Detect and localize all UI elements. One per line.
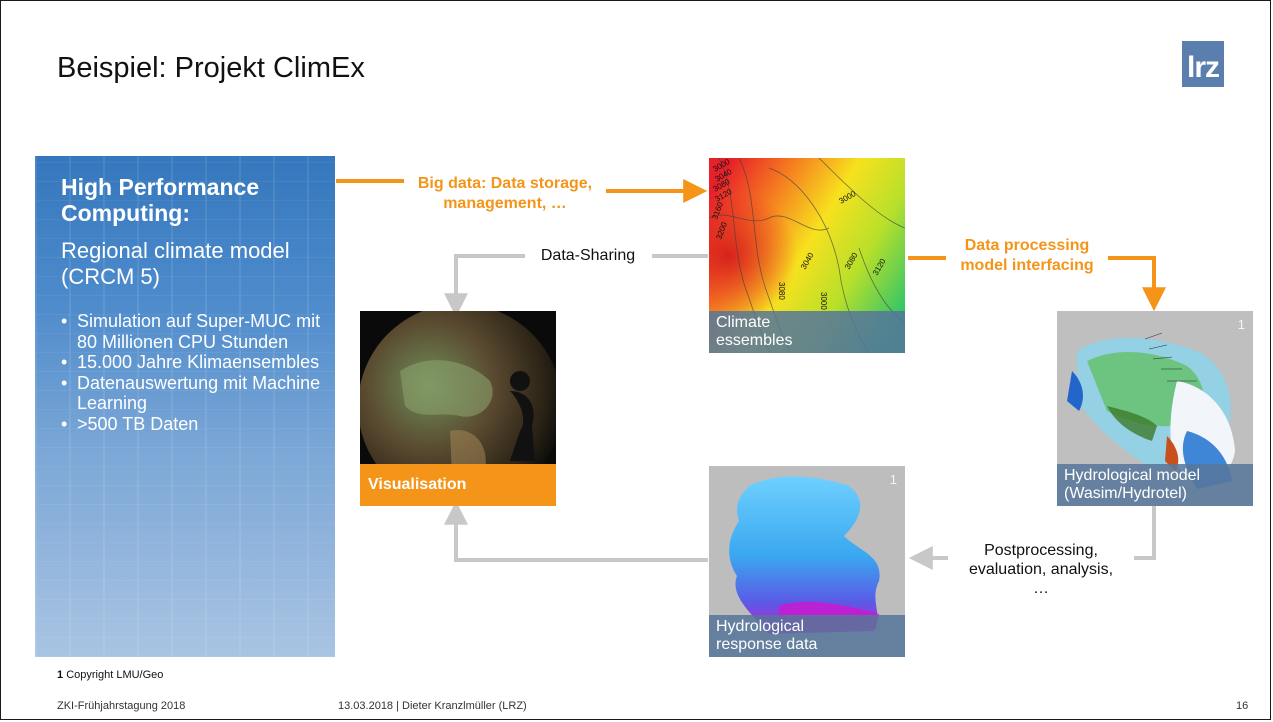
person-silhouette: [510, 391, 535, 461]
footnote-number: 1: [57, 669, 64, 681]
data-processing-label-line: model interfacing: [960, 257, 1094, 274]
postprocessing-label-line: evaluation, analysis,: [968, 561, 1114, 578]
climate-ensembles-image: 3000 3040 3080 3120 3160 3200 3000 3040 …: [709, 158, 905, 353]
copyright-footnote: 1 Copyright LMU/Geo: [57, 669, 163, 681]
hydro-response-caption: Hydrological response data: [709, 615, 905, 657]
layer-labels: [1144, 332, 1197, 382]
visualisation-image: Visualisation: [360, 311, 556, 506]
copyright-marker: 1: [1237, 317, 1245, 332]
hydro-response-caption-line: response data: [716, 636, 818, 653]
postprocessing-label: Postprocessing, evaluation, analysis, …: [944, 541, 1138, 598]
big-data-label: Big data: Data storage, management, …: [412, 174, 598, 214]
arrow-postprocessing: [920, 504, 1156, 558]
copyright-marker: 1: [889, 472, 897, 487]
arrow-response-to-visualisation: [444, 500, 708, 562]
hydro-layers-illustration: [1067, 332, 1235, 489]
hydro-model-caption-line: (Wasim/Hydrotel): [1064, 485, 1187, 502]
hpc-bullet: Datenauswertung mit Machine Learning: [61, 373, 331, 414]
hydro-model-caption: Hydrological model (Wasim/Hydrotel): [1057, 464, 1253, 506]
postprocessing-label-line: Postprocessing,: [984, 542, 1098, 559]
hpc-heading: High Performance Computing:: [61, 174, 260, 226]
footer-date-author: 13.03.2018 | Dieter Kranzlmüller (LRZ): [338, 700, 527, 712]
climate-caption: Climate essembles: [709, 311, 905, 353]
footer-event: ZKI-Frühjahrstagung 2018: [57, 700, 186, 712]
hpc-panel: High Performance Computing: Regional cli…: [35, 156, 335, 657]
data-processing-label: Data processing model interfacing: [950, 236, 1104, 276]
hpc-bullet: 15.000 Jahre Klimaensembles: [61, 352, 331, 373]
footnote-text: Copyright LMU/Geo: [66, 669, 164, 681]
footer-page-number: 16: [1236, 700, 1249, 712]
climate-caption-line: essembles: [716, 332, 793, 349]
hydrological-model-image: 1 Hydrological model (Wasim/Hydrotel): [1057, 311, 1253, 506]
data-sharing-label: Data-Sharing: [540, 247, 636, 264]
hydro-model-caption-line: Hydrological model: [1064, 467, 1201, 484]
lrz-logo: lrz: [1182, 41, 1224, 87]
contour-label: 3080: [777, 282, 786, 300]
postprocessing-label-line: …: [1033, 580, 1049, 597]
hydrological-response-image: 1 Hydrological response data: [709, 466, 905, 657]
arrow-climate-to-hydro-model: [908, 256, 1154, 300]
hpc-subheading: Regional climate model (CRCM 5): [61, 238, 290, 289]
arrow-data-sharing: [456, 254, 708, 306]
slide-title: Beispiel: Projekt ClimEx: [57, 52, 365, 84]
climate-caption-line: Climate: [716, 314, 771, 331]
data-processing-label-line: Data processing: [964, 237, 1090, 254]
arrow-hpc-to-climate: [336, 181, 696, 191]
big-data-label-line: Big data: Data storage,: [417, 175, 593, 192]
hydro-response-caption-line: Hydrological: [716, 618, 805, 635]
hpc-bullet: >500 TB Daten: [61, 414, 331, 435]
contour-label: 3000: [819, 292, 828, 310]
big-data-label-line: management, …: [443, 195, 567, 212]
hpc-bullet-list: Simulation auf Super-MUC mit 80 Millione…: [61, 311, 331, 434]
visualisation-caption: Visualisation: [360, 464, 556, 506]
hpc-bullet: Simulation auf Super-MUC mit 80 Millione…: [61, 311, 331, 352]
